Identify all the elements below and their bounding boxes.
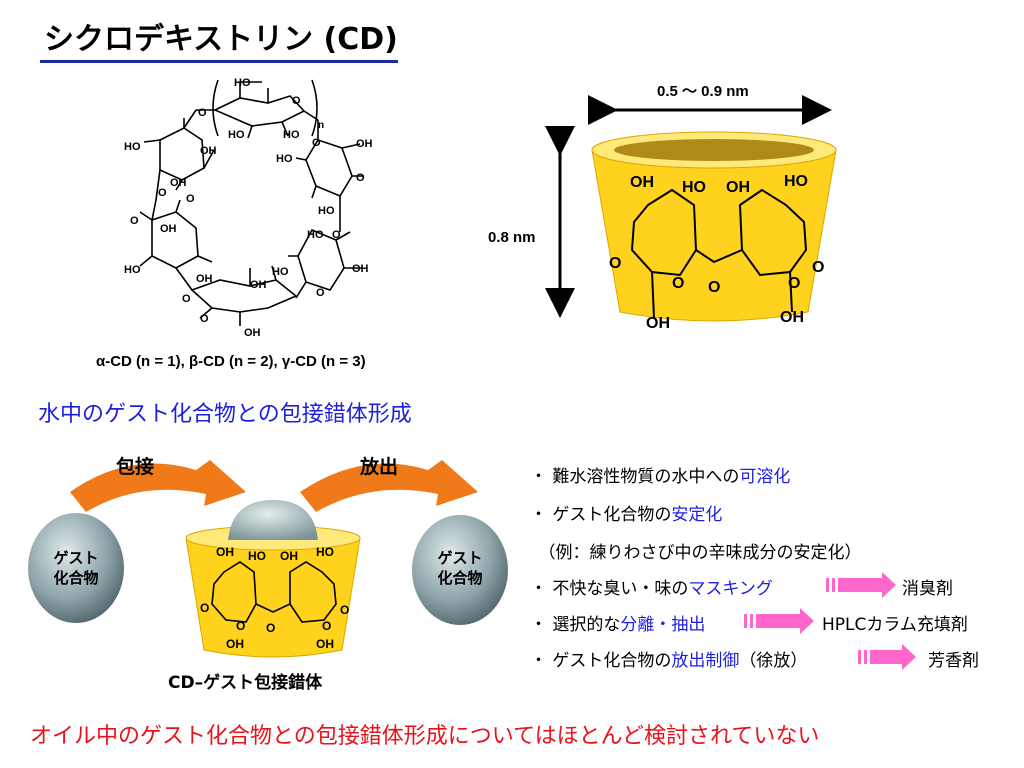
svg-text:O: O (672, 275, 684, 292)
section-subtitle: 水中のゲスト化合物との包接錯体形成 (38, 402, 412, 427)
svg-text:HO: HO (276, 153, 293, 165)
svg-text:O: O (316, 287, 325, 299)
svg-text:OH: OH (352, 263, 369, 275)
svg-text:HO: HO (682, 179, 706, 196)
svg-text:O: O (788, 275, 800, 292)
cd-cone-dimension-diagram: OH HO OH HO O O O O O OH OH (545, 95, 837, 332)
svg-text:O: O (130, 215, 139, 227)
title-underline (40, 60, 398, 63)
svg-text:OH: OH (160, 223, 177, 235)
guest-ball-left (28, 513, 124, 623)
svg-text:O: O (236, 619, 245, 633)
cd-types-caption: α-CD (n = 1), β-CD (n = 2), γ-CD (n = 3) (96, 353, 366, 370)
bullet-masking: ・ 不快な臭い・味のマスキング (530, 579, 773, 599)
svg-text:O: O (356, 172, 365, 184)
svg-text:O: O (266, 621, 275, 635)
svg-text:O: O (186, 193, 195, 205)
svg-text:O: O (708, 279, 720, 296)
cavity-width-label: 0.5 ～ 0.9 nm (657, 83, 749, 100)
svg-text:HO: HO (124, 141, 141, 153)
svg-text:HO: HO (228, 129, 245, 141)
complex-caption: CD–ゲスト包接錯体 (168, 673, 323, 693)
page-title: シクロデキストリン (CD) (44, 22, 398, 57)
svg-text:O: O (292, 95, 301, 107)
conclusion-text: オイル中のゲスト化合物との包接錯体形成についてはほとんど検討されていない (30, 724, 820, 749)
svg-text:O: O (332, 229, 341, 241)
svg-text:HO: HO (784, 173, 808, 190)
svg-text:n: n (318, 120, 324, 131)
svg-text:OH: OH (226, 637, 244, 651)
svg-text:OH: OH (726, 179, 750, 196)
include-arrow (70, 460, 246, 512)
svg-text:OH: OH (780, 309, 804, 326)
svg-text:HO: HO (283, 129, 300, 141)
cavity-height-label: 0.8 nm (488, 229, 536, 246)
svg-text:OH: OH (316, 637, 334, 651)
svg-text:OH: OH (216, 545, 234, 559)
svg-text:HO: HO (234, 77, 251, 89)
svg-text:O: O (812, 259, 824, 276)
svg-text:OH: OH (200, 145, 217, 157)
product-deodorant: 消臭剤 (902, 579, 953, 599)
svg-text:O: O (198, 107, 207, 119)
pink-arrows (826, 572, 896, 598)
bullet-separation: ・ 選択的な分離・抽出 (530, 615, 706, 635)
svg-text:O: O (182, 293, 191, 305)
bullet-controlled-release: ・ ゲスト化合物の放出制御（徐放） (530, 651, 808, 671)
svg-text:HO: HO (124, 264, 141, 276)
svg-text:HO: HO (316, 545, 334, 559)
product-hplc: HPLCカラム充填剤 (822, 615, 968, 635)
svg-text:O: O (312, 137, 321, 149)
svg-text:OH: OH (170, 177, 187, 189)
svg-text:OH: OH (356, 138, 373, 150)
svg-text:O: O (340, 603, 349, 617)
pink-arrows-lower (744, 608, 916, 670)
release-arrow (300, 460, 478, 512)
inclusion-process-diagram: OH HO OH HO O O O O O OH OH (28, 460, 508, 658)
svg-text:O: O (200, 313, 209, 325)
guest-in-cavity (228, 500, 318, 540)
include-label: 包接 (116, 456, 155, 478)
svg-text:OH: OH (280, 549, 298, 563)
svg-text:O: O (158, 187, 167, 199)
bullet-example: （例：練りわさび中の辛味成分の安定化） (530, 543, 862, 563)
release-label: 放出 (360, 456, 399, 478)
svg-text:HO: HO (248, 549, 266, 563)
svg-text:HO: HO (318, 205, 335, 217)
guest-right-label: ゲスト化合物 (437, 549, 483, 587)
cyclodextrin-structure-diagram: HO HO HO O O n O OH O HO HO O HO OH HO O… (124, 77, 373, 339)
guest-ball-right (412, 515, 508, 625)
bullet-solubilization: ・ 難水溶性物質の水中への可溶化 (530, 467, 791, 487)
svg-text:O: O (200, 601, 209, 615)
svg-text:OH: OH (646, 315, 670, 332)
product-fragrance: 芳香剤 (928, 651, 979, 671)
svg-text:OH: OH (250, 279, 267, 291)
svg-text:O: O (322, 619, 331, 633)
svg-text:HO: HO (307, 229, 324, 241)
svg-text:OH: OH (196, 273, 213, 285)
guest-left-label: ゲスト化合物 (53, 549, 99, 587)
svg-text:HO: HO (272, 266, 289, 278)
bullet-stabilization: ・ ゲスト化合物の安定化 (530, 505, 723, 525)
svg-text:OH: OH (244, 327, 261, 339)
svg-text:O: O (609, 255, 621, 272)
svg-text:OH: OH (630, 174, 654, 191)
